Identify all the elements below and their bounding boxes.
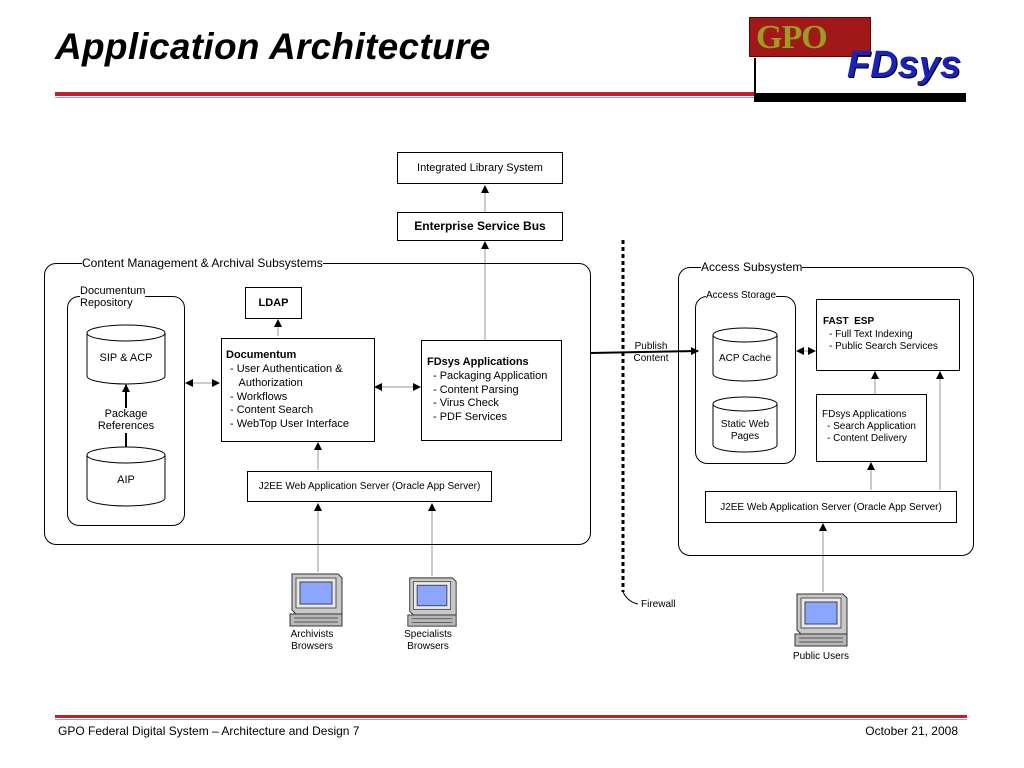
- esb-label: Enterprise Service Bus: [414, 219, 546, 233]
- footer-rule-shadow: [55, 719, 967, 720]
- footer-left-text: GPO Federal Digital System – Architectur…: [58, 724, 360, 738]
- cma-fdsys-apps-item: - Packaging Application: [433, 370, 548, 382]
- specialists-label-line2: Browsers: [407, 641, 449, 652]
- access-storage-label: Access Storage: [706, 290, 777, 302]
- cma-fdsys-apps-item: - Virus Check: [433, 397, 499, 409]
- aip-cylinder: [86, 446, 166, 507]
- acp-cache-label: ACP Cache: [718, 353, 772, 364]
- publish-content-line2: Content: [633, 353, 669, 364]
- documentum-item: - WebTop User Interface: [230, 418, 350, 430]
- cma-fdsys-apps-box: FDsys Applications - Packaging Applicati…: [421, 340, 562, 441]
- ils-label: Integrated Library System: [417, 162, 543, 174]
- publish-content-line1: Publish: [634, 341, 668, 352]
- fdsys-logo: FDsys: [847, 44, 962, 86]
- access-group: [678, 267, 974, 556]
- logo-frame-horizontal: [754, 93, 966, 102]
- access-j2ee-label: J2EE Web Application Server (Oracle App …: [720, 502, 942, 513]
- gpo-logo: GPO: [749, 17, 871, 57]
- aip-label: AIP: [117, 474, 135, 486]
- static-web-pages-line2: Pages: [730, 431, 760, 442]
- cma-fdsys-apps-title: FDsys Applications: [427, 356, 529, 368]
- footer-date: October 21, 2008: [865, 724, 958, 738]
- esb-box: Enterprise Service Bus: [397, 212, 563, 241]
- documentum-item: Authorization: [230, 377, 303, 389]
- access-group-label: Access Subsystem: [701, 260, 803, 274]
- ils-box: Integrated Library System: [397, 152, 563, 184]
- page-title: Application Architecture: [55, 26, 491, 67]
- cma-j2ee-label: J2EE Web Application Server (Oracle App …: [258, 481, 481, 492]
- firewall-label: Firewall: [641, 599, 676, 610]
- archivists-label-line1: Archivists: [290, 629, 334, 640]
- fast-esp-box: FAST ESP - Full Text Indexing - Public S…: [816, 299, 960, 371]
- footer-rule: [55, 715, 967, 718]
- gpo-logo-text: GPO: [756, 19, 828, 56]
- package-references-line2: References: [86, 420, 166, 433]
- package-references-line1: Package: [86, 408, 166, 421]
- static-web-pages-cylinder: [712, 396, 778, 453]
- repository-label-line1: Documentum: [80, 285, 146, 297]
- access-j2ee-box: J2EE Web Application Server (Oracle App …: [705, 491, 957, 523]
- fast-esp-item: - Public Search Services: [829, 341, 938, 352]
- cma-fdsys-apps-item: - Content Parsing: [433, 384, 519, 396]
- cma-fdsys-apps-item: - PDF Services: [433, 411, 507, 423]
- documentum-item: - Content Search: [230, 404, 314, 416]
- header-rule: [55, 92, 755, 96]
- header-rule-shadow: [55, 97, 755, 98]
- access-fdsys-apps-item: - Search Application: [827, 421, 916, 432]
- repository-label-line2: Repository: [80, 297, 133, 309]
- sip-acp-cylinder: [86, 324, 166, 385]
- ldap-label: LDAP: [258, 297, 289, 309]
- cma-j2ee-box: J2EE Web Application Server (Oracle App …: [247, 471, 492, 502]
- cma-group-label: Content Management & Archival Subsystems: [82, 256, 323, 270]
- documentum-item: - Workflows: [230, 391, 288, 403]
- access-fdsys-apps-box: FDsys Applications - Search Application …: [816, 394, 927, 462]
- public-users-label: Public Users: [792, 651, 850, 662]
- access-fdsys-apps-item: - Content Delivery: [827, 433, 908, 444]
- fast-esp-title: FAST ESP: [823, 316, 875, 327]
- public-users-computer-icon: [794, 593, 848, 647]
- documentum-box: Documentum - User Authentication & Autho…: [221, 338, 375, 442]
- specialists-computer-icon: [407, 577, 457, 627]
- firewall-callout: [622, 591, 639, 605]
- archivists-label-line2: Browsers: [291, 641, 333, 652]
- sip-acp-label: SIP & ACP: [99, 352, 153, 364]
- publish-content-arrow: [590, 347, 699, 356]
- static-web-pages-line1: Static Web: [720, 419, 770, 430]
- fast-esp-item: - Full Text Indexing: [829, 329, 913, 340]
- ldap-box: LDAP: [245, 287, 302, 319]
- acp-cache-cylinder: [712, 327, 778, 382]
- logo-frame-vertical: [754, 58, 756, 102]
- specialists-label-line1: Specialists: [404, 629, 452, 640]
- documentum-item: - User Authentication &: [230, 363, 343, 375]
- documentum-title: Documentum: [226, 349, 297, 361]
- archivists-computer-icon: [289, 573, 343, 627]
- access-fdsys-apps-title: FDsys Applications: [822, 409, 907, 420]
